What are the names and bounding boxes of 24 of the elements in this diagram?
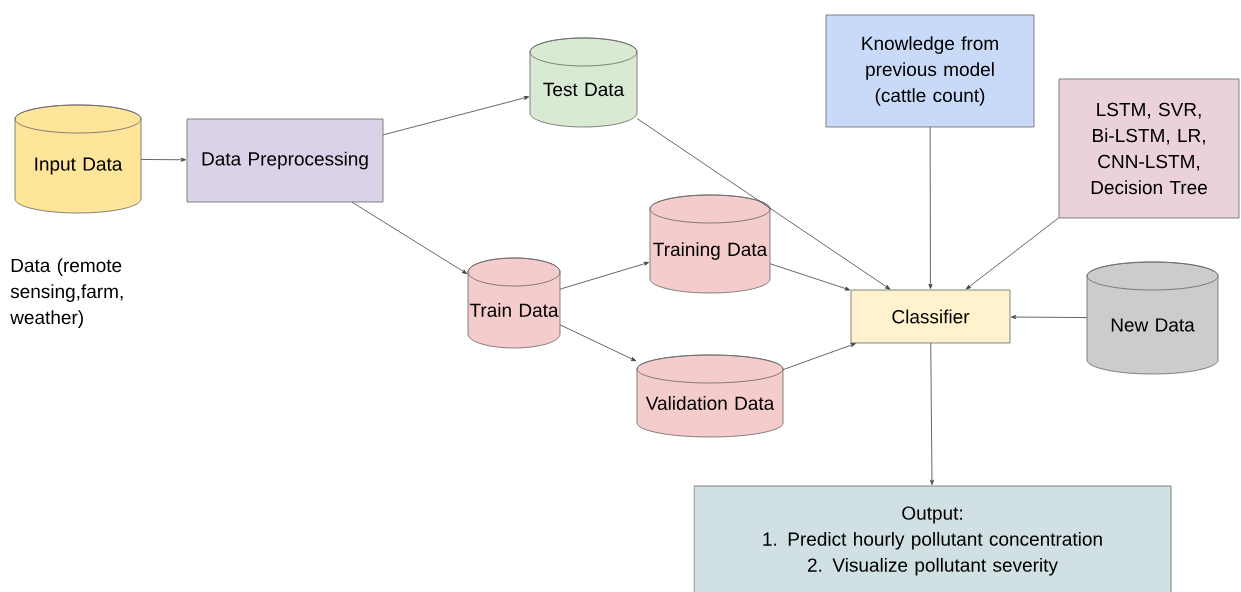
arrow [928, 126, 933, 289]
process-box: Classifier [850, 289, 1011, 344]
database-cylinder: Input Data [14, 104, 142, 214]
database-cylinder: New Data [1086, 261, 1219, 375]
arrow [782, 343, 856, 371]
arrow [559, 324, 637, 362]
arrow [140, 157, 186, 162]
database-cylinder: Training Data [649, 194, 771, 294]
note-text: Data (remote sensing,farm, weather) [10, 258, 123, 328]
arrow [929, 342, 934, 485]
database-cylinder: Train Data [467, 257, 561, 349]
arrow [382, 95, 530, 136]
arrow [769, 263, 851, 291]
process-box: Knowledge from previous model (cattle count) [825, 14, 1035, 128]
output-box: Output: 1. Predict hourly pollutant concentration 2. Visualize pollutant severity [693, 485, 1172, 592]
arrow [965, 217, 1060, 290]
arrow [351, 201, 468, 275]
arrow [1011, 315, 1088, 320]
process-box: LSTM, SVR, Bi-LSTM, LR, CNN-LSTM, Decision Tree [1058, 78, 1240, 219]
database-cylinder: Test Data [529, 37, 638, 128]
database-cylinder: Validation Data [636, 354, 784, 438]
arrow [559, 261, 650, 290]
process-box: Data Preprocessing [186, 118, 384, 203]
arrow [636, 118, 891, 290]
